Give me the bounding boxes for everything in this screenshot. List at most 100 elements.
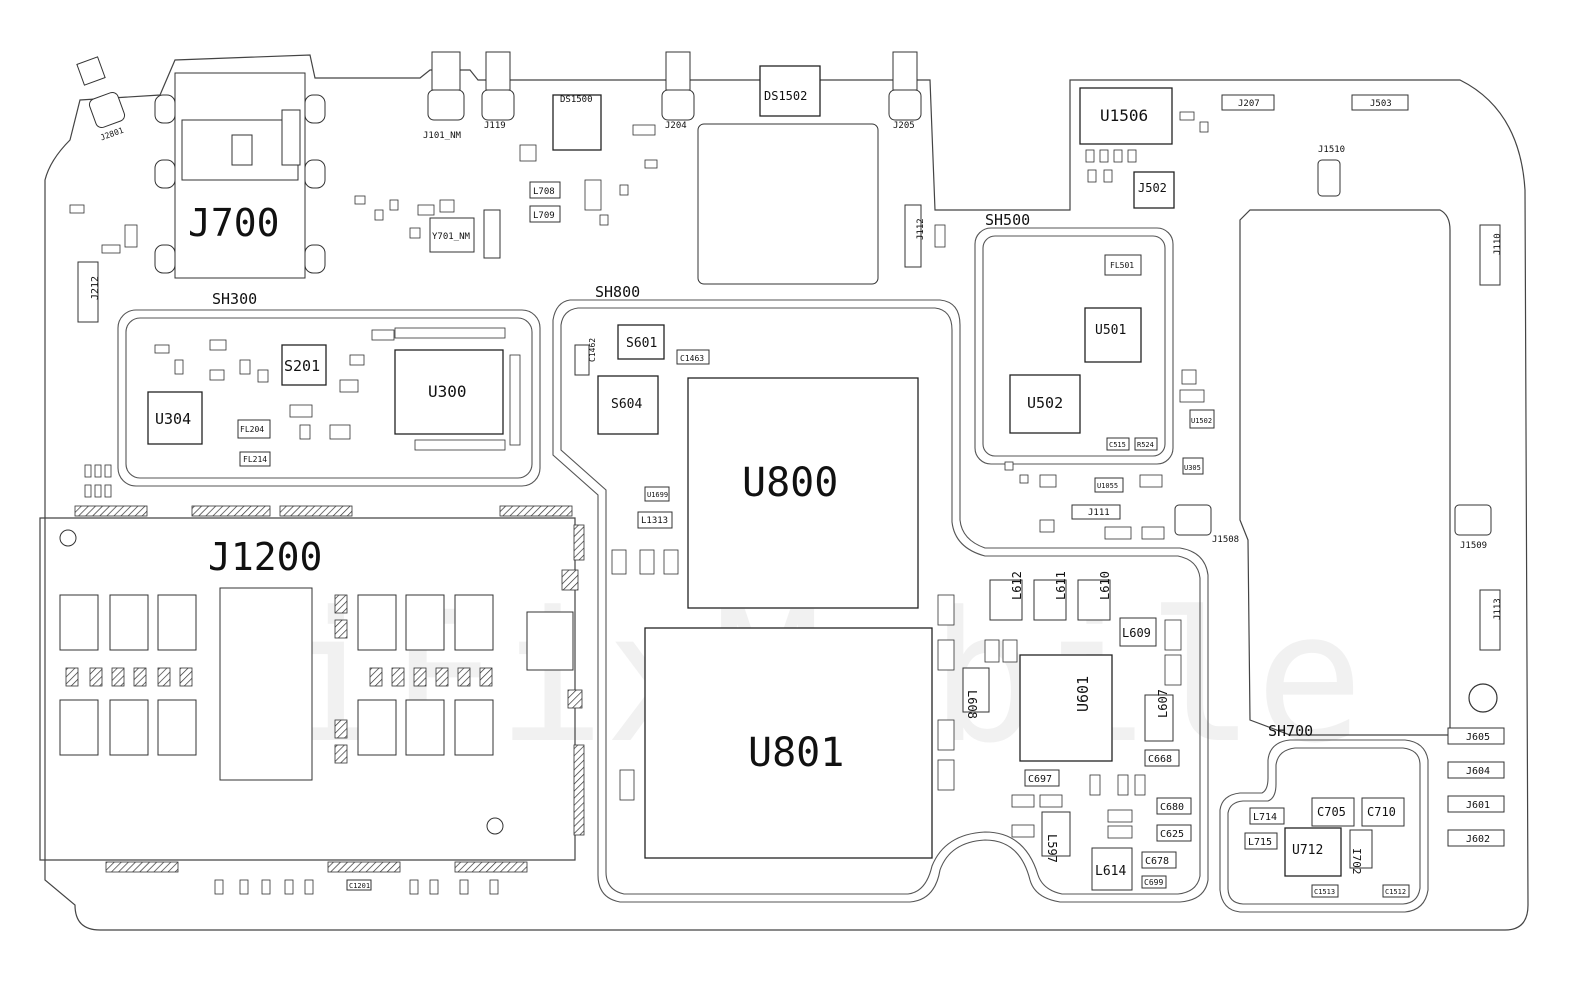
j1509-part <box>1454 504 1492 536</box>
s201-label: S201 <box>284 357 320 375</box>
fl214-label: FL214 <box>243 455 267 464</box>
u304-chip <box>147 391 203 445</box>
s604-switch <box>597 375 659 435</box>
l708-part <box>529 181 561 199</box>
j1510-label: J1510 <box>1318 145 1345 155</box>
j700-label: J700 <box>188 201 280 245</box>
u1506-chip <box>1079 87 1173 145</box>
l610-label: L610 <box>1098 571 1112 600</box>
r524-label: R524 <box>1137 441 1154 449</box>
j111-label: J111 <box>1088 508 1110 518</box>
ds1500-part <box>552 94 602 151</box>
j212-part <box>77 261 99 323</box>
u1055-part <box>1094 477 1124 493</box>
j2801-part <box>88 91 126 129</box>
c1462-part <box>574 344 590 376</box>
j1200-tray-outline <box>39 517 576 861</box>
c705-part <box>1311 797 1355 827</box>
c1512-label: C1512 <box>1385 888 1406 896</box>
j2801-tab <box>76 56 106 86</box>
l611-label: L611 <box>1054 571 1068 600</box>
j110-label: J110 <box>1493 233 1503 255</box>
u1502-label: U1502 <box>1191 417 1212 425</box>
j1200-mark-top <box>59 529 77 547</box>
j2801-label: J2801 <box>99 126 125 143</box>
c1463-label: C1463 <box>680 354 704 363</box>
y701-label: Y701_NM <box>432 232 471 242</box>
j119-label: J119 <box>484 121 506 131</box>
c625-part <box>1156 824 1192 842</box>
ds1502-label: DS1502 <box>764 89 807 103</box>
j605-label: J605 <box>1466 732 1490 743</box>
sh800-shield <box>552 299 1209 903</box>
j1508-part <box>1174 504 1212 536</box>
c705-label: C705 <box>1317 805 1346 819</box>
u601-chip <box>1019 654 1113 762</box>
c699-label: C699 <box>1144 878 1163 887</box>
j1200-label: J1200 <box>208 535 322 579</box>
c1463-part <box>676 349 710 365</box>
u304-label: U304 <box>155 410 191 428</box>
u1502-part <box>1189 409 1215 429</box>
c680-part <box>1156 797 1192 815</box>
sh300-shield-inner <box>125 317 533 479</box>
s604-label: S604 <box>611 397 642 412</box>
l609-part <box>1119 617 1157 647</box>
sh700-label: SH700 <box>1268 722 1313 740</box>
sh500-shield <box>974 227 1174 465</box>
c678-part <box>1141 851 1177 869</box>
j113-part <box>1479 589 1501 651</box>
u502-label: U502 <box>1027 394 1063 412</box>
u712-chip <box>1284 827 1342 877</box>
u305-part <box>1182 457 1204 475</box>
j1200-top-hatched-strips <box>74 505 585 873</box>
l709-label: L709 <box>533 211 555 221</box>
c1513-label: C1513 <box>1314 888 1335 896</box>
j601-label: J601 <box>1466 800 1490 811</box>
j502-part <box>1133 171 1175 209</box>
sh500-shield-inner <box>982 235 1166 457</box>
l714-label: L714 <box>1253 812 1277 823</box>
j205-label: J205 <box>893 121 915 131</box>
j1508-label: J1508 <box>1212 535 1239 545</box>
top-connector-pads <box>427 51 922 121</box>
c710-label: C710 <box>1367 805 1396 819</box>
c697-label: C697 <box>1028 774 1052 785</box>
c697-part <box>1024 769 1060 787</box>
j113-label: J113 <box>1493 598 1503 620</box>
l608-part <box>962 667 990 713</box>
l614-part <box>1091 847 1133 891</box>
c1201-label: C1201 <box>349 882 370 890</box>
camera-area <box>697 123 879 285</box>
u1055-label: U1055 <box>1097 482 1118 490</box>
u1699-part <box>644 486 670 502</box>
s601-switch <box>617 324 665 360</box>
board-cutout <box>1239 209 1451 736</box>
sh700-shield <box>1219 739 1429 913</box>
u1699-label: U1699 <box>647 491 668 499</box>
sh300-shield <box>117 309 541 487</box>
u601-label: U601 <box>1074 676 1092 712</box>
j112-part <box>904 204 922 268</box>
fl214-part <box>239 451 271 467</box>
sh500-label: SH500 <box>985 211 1030 229</box>
j212-label: J212 <box>90 276 101 300</box>
u501-chip <box>1084 307 1142 363</box>
c625-label: C625 <box>1160 829 1184 840</box>
l1313-label: L1313 <box>641 516 668 526</box>
fl204-label: FL204 <box>240 425 264 434</box>
j101-label: J101_NM <box>423 131 462 141</box>
j700-connector <box>154 72 326 279</box>
right-connector-pads <box>1447 727 1505 847</box>
j503-part <box>1351 94 1409 111</box>
u300-chip <box>394 349 504 435</box>
j1200-contact-pads <box>59 587 574 781</box>
inductor-row <box>989 579 1111 621</box>
fl501-part <box>1104 254 1142 276</box>
u300-label: U300 <box>428 382 467 401</box>
u712-label: U712 <box>1292 843 1323 858</box>
u800-label: U800 <box>742 460 838 506</box>
sh700-shield-inner <box>1227 747 1421 905</box>
u501-label: U501 <box>1095 323 1126 338</box>
